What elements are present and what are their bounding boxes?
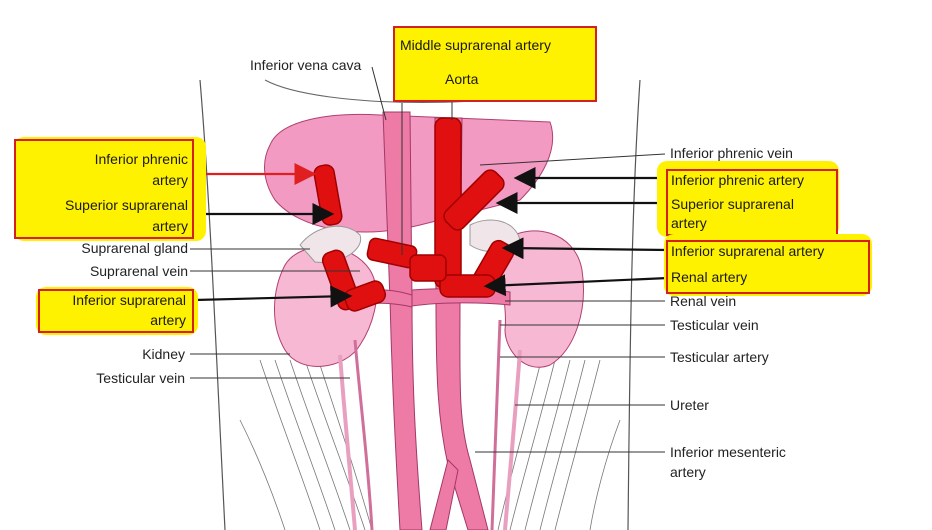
aorta-label: Aorta xyxy=(445,71,479,87)
inferior-suprarenal-artery-right-label: Inferior suprarenal artery xyxy=(671,243,825,259)
inferior-phrenic-vein-label: Inferior phrenic vein xyxy=(670,145,793,161)
inferior-suprarenal-artery-left-label-1: Inferior suprarenal xyxy=(72,292,186,308)
inferior-phrenic-artery-left-label-2: artery xyxy=(152,172,188,188)
marker-branch-center xyxy=(409,254,447,282)
suprarenal-vein-label: Suprarenal vein xyxy=(89,263,188,279)
marker-superior-suprarenal-right xyxy=(443,169,505,231)
inferior-suprarenal-artery-left-box xyxy=(38,289,194,333)
body-wall-outline-right xyxy=(627,79,641,530)
marker-renal-right xyxy=(439,274,496,298)
suprarenal-gland-label: Suprarenal gland xyxy=(81,240,188,256)
inferior-suprarenal-artery-left-label-2: artery xyxy=(150,312,186,328)
superior-suprarenal-artery-left-label-1: Superior suprarenal xyxy=(65,197,188,213)
right-lower-highlight-glow xyxy=(664,234,872,296)
arrow-inferior-suprarenal-right xyxy=(501,237,669,260)
inferior-mesenteric-artery-label-2: artery xyxy=(670,464,706,480)
inferior-vena-cava-label: Inferior vena cava xyxy=(250,57,362,73)
inferior-phrenic-artery-left-label-1: Inferior phrenic xyxy=(94,151,188,167)
psoas-muscle-fibres xyxy=(239,359,621,530)
middle-suprarenal-artery-label: Middle suprarenal artery xyxy=(400,37,551,53)
renal-vein-label: Renal vein xyxy=(670,293,737,309)
testicular-vein-right-label: Testicular vein xyxy=(670,317,759,333)
inferior-mesenteric-artery-label-1: Inferior mesenteric xyxy=(670,444,786,460)
highlight-arrows xyxy=(192,163,669,308)
inferior-suprarenal-left-glow xyxy=(36,287,198,335)
right-upper-highlight-glow xyxy=(657,161,839,237)
testicular-artery-label: Testicular artery xyxy=(670,349,769,365)
arrow-renal-artery xyxy=(483,274,669,297)
right-lower-highlight-box xyxy=(666,240,870,294)
body-wall-outline-left xyxy=(199,79,226,530)
arrow-inferior-suprarenal-left xyxy=(194,285,353,308)
leader-lines xyxy=(190,66,666,453)
inferior-vena-cava-vessel xyxy=(382,111,423,530)
superior-suprarenal-artery-left-label-2: artery xyxy=(152,218,188,234)
superior-suprarenal-artery-right-label-1: Superior suprarenal xyxy=(671,196,794,212)
renal-artery-label: Renal artery xyxy=(671,269,748,285)
left-iliac-vessel xyxy=(429,459,459,530)
kidney-label: Kidney xyxy=(142,346,185,362)
superior-suprarenal-artery-right-label-2: artery xyxy=(671,215,707,231)
inferior-phrenic-artery-right-label: Inferior phrenic artery xyxy=(671,172,805,188)
testicular-vessels xyxy=(353,319,502,530)
left-highlight-glow xyxy=(14,137,206,241)
ureter-label: Ureter xyxy=(670,397,709,413)
middle-suprarenal-artery-box xyxy=(393,26,597,102)
inferior-phrenic-artery-left-box xyxy=(14,139,194,239)
testicular-vein-left-label: Testicular vein xyxy=(96,370,185,386)
